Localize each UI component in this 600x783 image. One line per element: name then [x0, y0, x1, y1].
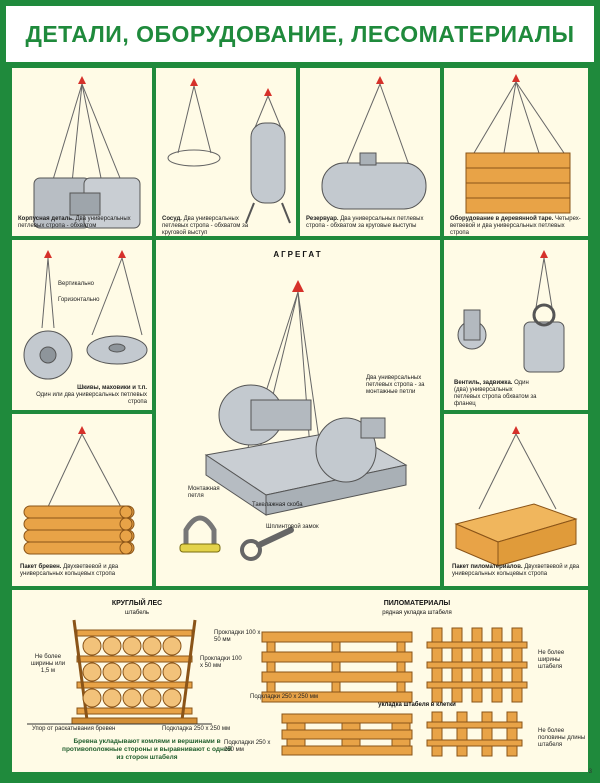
- aggregate-cotter-label: Шплинтовой замок: [266, 524, 319, 530]
- panel-tank: Резервуар. Два универсальных петлевых ст…: [300, 68, 440, 236]
- aggregate-header: АГРЕГАТ: [273, 250, 323, 259]
- body-part-illustration: [33, 76, 141, 229]
- round-wood-subheader: штабель: [125, 610, 149, 616]
- caption-pulleys: Шкивы, маховики и т.п.Один или два униве…: [36, 385, 147, 405]
- panel-valve: Вентиль, задвижка. Один (два) универсаль…: [444, 240, 588, 410]
- crate-illustration: [465, 74, 571, 214]
- aggregate-illustration: [179, 280, 408, 561]
- round-wood-header: КРУГЛЫЙ ЛЕС: [111, 600, 163, 607]
- sawn-timber-cage-subheader: укладка штабеля в клетки: [378, 702, 456, 708]
- panel-aggregate: АГРЕГАТ Два универсальных петлевых строп…: [156, 240, 440, 586]
- panel-crate: Оборудование в деревянной таре. Четырех-…: [444, 68, 588, 236]
- panel-vessel: Сосуд. Два универсальных петлевых стропа…: [156, 68, 296, 236]
- sawn-timber-base2: Подкладки 250 x 250 мм: [224, 740, 271, 753]
- caption-valve: Вентиль, задвижка. Один (два) универсаль…: [454, 380, 537, 407]
- caption-vessel: Сосуд. Два универсальных петлевых стропа…: [162, 216, 249, 236]
- page-number: 3: [588, 769, 592, 775]
- panel-pulleys: Вертикально Горизонтально Шкивы, маховик…: [12, 240, 152, 410]
- label-vertical: Вертикально: [58, 281, 95, 287]
- pulleys-illustration: [23, 250, 148, 380]
- sawn-timber-max-half: Не более половины длины штабеля: [538, 728, 586, 748]
- sawn-timber-max-width: Не более ширины штабеля: [538, 650, 565, 670]
- valve-illustration: [457, 250, 565, 373]
- round-wood-note: Бревна укладывают комлями и вершинами в …: [62, 738, 232, 761]
- panel-logs: Пакет бревен. Двухветвевой и два универс…: [12, 414, 152, 586]
- round-wood-base: Подкладка 250 x 250 мм: [162, 726, 231, 732]
- aggregate-shackle-label: Такелажная скоба: [252, 502, 303, 508]
- sawn-timber-base: Подкладки 250 x 250 мм: [250, 694, 318, 700]
- sawn-timber-header: ПИЛОМАТЕРИАЛЫ: [383, 600, 451, 607]
- poster-title: ДЕТАЛИ, ОБОРУДОВАНИЕ, ЛЕСОМАТЕРИАЛЫ: [25, 20, 575, 47]
- panel-stacking: КРУГЛЫЙ ЛЕС штабель Не более ширины или …: [12, 590, 588, 772]
- shackle-icon: [179, 515, 221, 553]
- logs-illustration: [23, 426, 135, 555]
- sawn-timber-spacers: Прокладки 100 x 50 мм: [214, 630, 261, 643]
- round-wood-max-height: Не более ширины или 1,5 м: [30, 654, 66, 674]
- vessel-illustration: [167, 78, 291, 224]
- caption-lumber: Пакет пиломатериалов. Двухветвевой и два…: [452, 564, 580, 577]
- caption-tank: Резервуар. Два универсальных петлевых ст…: [306, 216, 424, 229]
- label-horizontal: Горизонтально: [58, 297, 100, 303]
- caption-crate: Оборудование в деревянной таре. Четырех-…: [450, 216, 581, 236]
- caption-body-part: Корпусная деталь. Два универсальных петл…: [18, 216, 131, 229]
- tank-illustration: [321, 76, 427, 210]
- sawn-timber-row-subheader: рядная укладка штабеля: [382, 610, 452, 616]
- caption-logs: Пакет бревен. Двухветвевой и два универс…: [20, 564, 119, 577]
- aggregate-sling-note: Два универсальных петлевых стропа - за м…: [366, 375, 425, 395]
- round-wood-spacers: Прокладки 100 x 50 мм: [200, 656, 242, 669]
- cotter-lock-icon: [240, 527, 294, 561]
- stacking-illustration: [27, 619, 528, 757]
- panel-body-part: Корпусная деталь. Два универсальных петл…: [12, 68, 152, 236]
- title-bar: ДЕТАЛИ, ОБОРУДОВАНИЕ, ЛЕСОМАТЕРИАЛЫ: [6, 6, 594, 62]
- panel-lumber: Пакет пиломатериалов. Двухветвевой и два…: [444, 414, 588, 586]
- round-wood-stop: Упор от раскатывания бревен: [32, 726, 116, 732]
- lumber-illustration: [454, 426, 578, 567]
- aggregate-mount-loop: Монтажная петля: [188, 486, 220, 499]
